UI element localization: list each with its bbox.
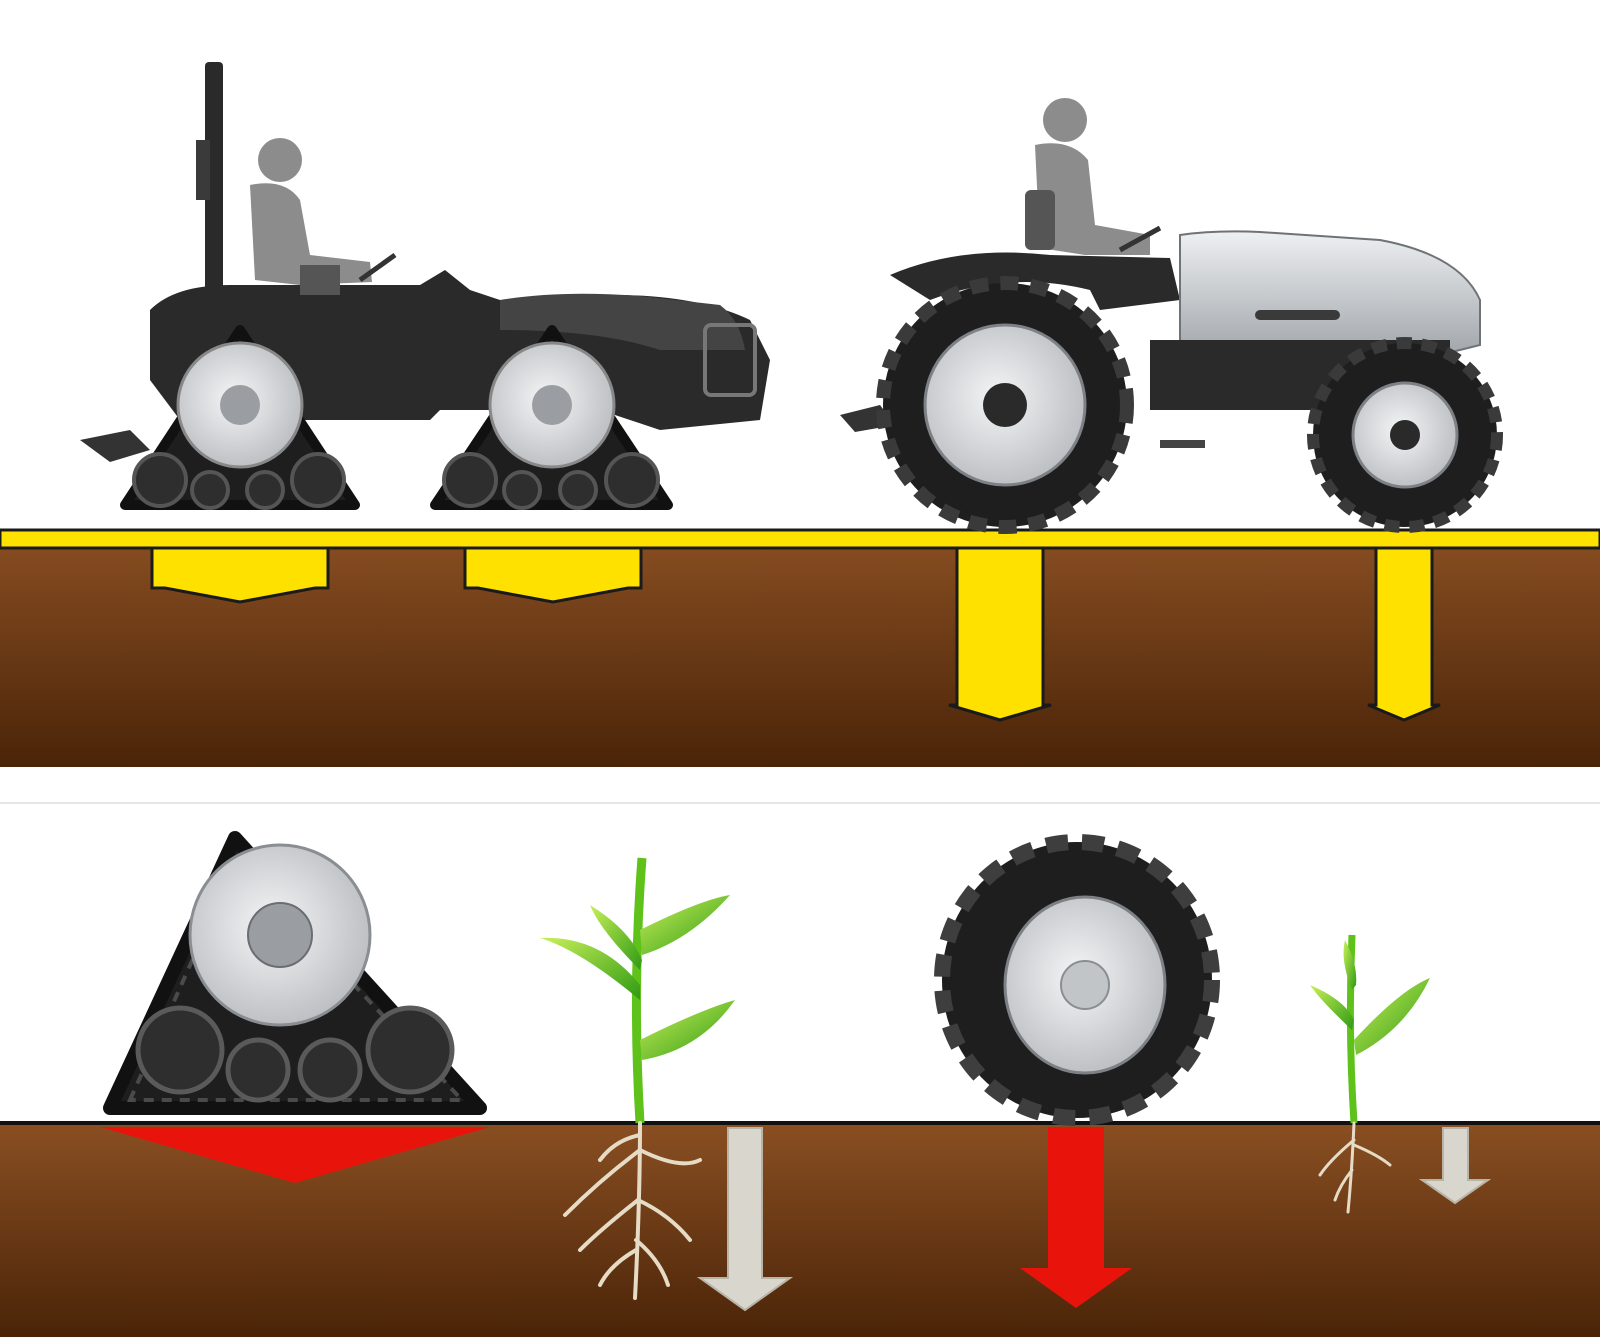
tyre-pressure-print-rear (948, 546, 1052, 722)
tall-plant-icon (540, 857, 735, 1300)
track-pressure-print-front (463, 546, 643, 604)
tracked-tractor-icon (80, 62, 770, 510)
operator-silhouette-wheeled (1035, 98, 1150, 255)
track-unit-icon (103, 831, 487, 1115)
top-panel (0, 62, 1600, 767)
track-impact-arrow (100, 1127, 490, 1183)
top-ground-strip (0, 528, 1600, 550)
operator-silhouette-tracked (250, 138, 372, 285)
short-plant-roots (1318, 1121, 1392, 1214)
short-plant-icon (1310, 934, 1430, 1214)
bottom-panel (0, 831, 1600, 1337)
tractor-front-wheel (1307, 337, 1503, 533)
short-root-growth-arrow (1418, 1127, 1492, 1205)
wheeled-tractor-icon (840, 98, 1503, 534)
tyre-impact-arrow (1020, 1127, 1132, 1308)
tractor-hood (1179, 230, 1481, 362)
tyre-icon (934, 834, 1220, 1126)
tractor-rear-wheel (876, 276, 1134, 534)
tyre-pressure-print-front (1367, 546, 1441, 722)
tall-root-growth-arrow (696, 1127, 794, 1312)
rear-track-unit (120, 325, 360, 510)
track-pressure-print-rear (150, 546, 330, 604)
tall-plant-roots (563, 1121, 702, 1300)
front-track-unit (430, 325, 673, 510)
